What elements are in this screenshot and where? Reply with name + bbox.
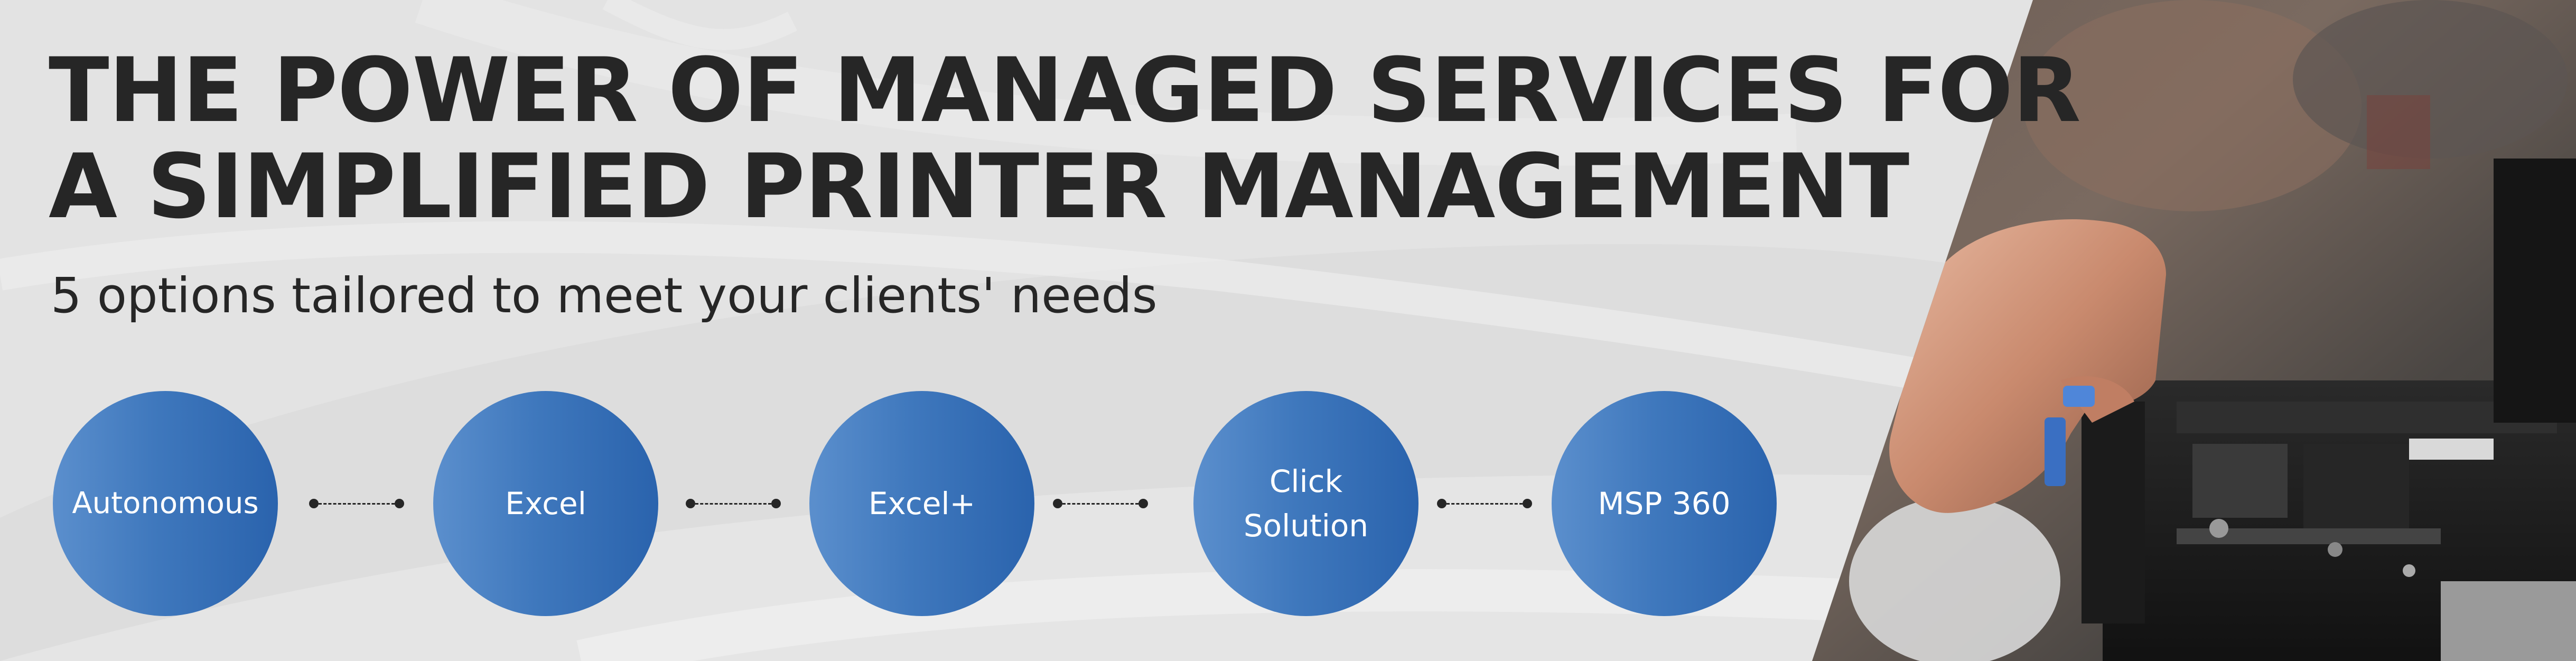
option-label: Excel [505, 486, 586, 522]
option-click-solution[interactable]: Click Solution [1193, 391, 1418, 616]
connector [686, 499, 781, 508]
connector-line [1062, 503, 1138, 505]
option-excel[interactable]: Excel [433, 391, 658, 616]
connector [1053, 499, 1148, 508]
connector [309, 499, 404, 508]
connector-dot [309, 499, 319, 508]
connector-dot [1437, 499, 1446, 508]
option-msp-360[interactable]: MSP 360 [1552, 391, 1777, 616]
connector-line [1446, 503, 1523, 505]
connector-dot [1138, 499, 1148, 508]
page-subtitle: 5 options tailored to meet your clients'… [51, 267, 1158, 324]
headline-line-1: THE POWER OF MANAGED SERVICES FOR [49, 39, 2081, 142]
connector-dot [1053, 499, 1062, 508]
option-label: Excel+ [868, 486, 976, 522]
option-label: Click Solution [1243, 463, 1369, 544]
option-excel-plus[interactable]: Excel+ [809, 391, 1034, 616]
connector-line [695, 503, 771, 505]
connector-line [319, 503, 395, 505]
connector-dot [1523, 499, 1532, 508]
connector [1437, 499, 1532, 508]
headline-line-2: A SIMPLIFIED PRINTER MANAGEMENT [49, 135, 1909, 238]
connector-dot [686, 499, 695, 508]
option-label: Autonomous [72, 486, 259, 520]
connector-dot [395, 499, 404, 508]
option-autonomous[interactable]: Autonomous [53, 391, 278, 616]
option-label: MSP 360 [1598, 486, 1731, 522]
connector-dot [771, 499, 781, 508]
page-headline: THE POWER OF MANAGED SERVICES FOR A SIMP… [49, 39, 2081, 238]
